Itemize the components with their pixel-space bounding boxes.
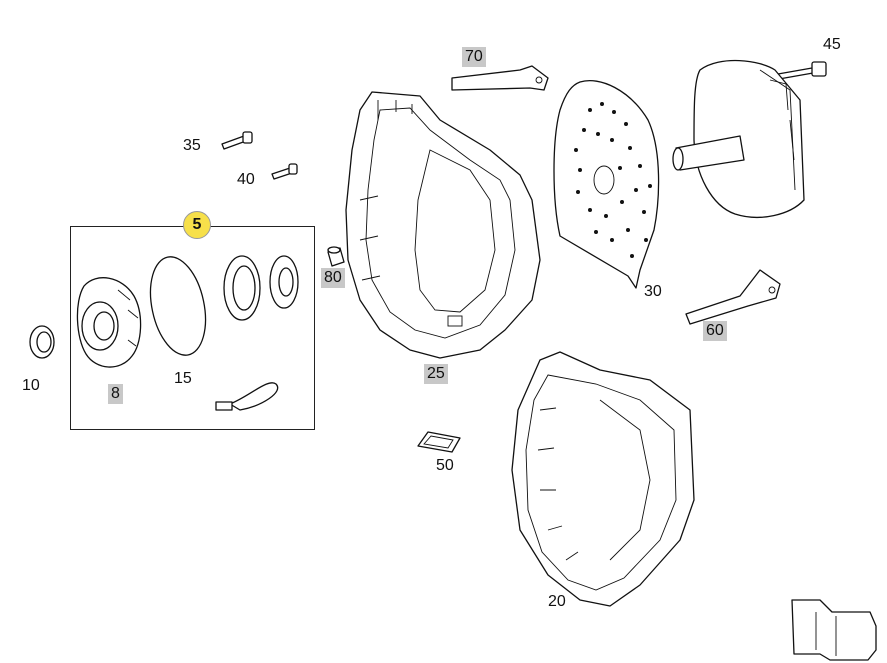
group-5-box (70, 226, 315, 430)
callout-70: 70 (462, 47, 486, 67)
callout-5: 5 (183, 211, 211, 239)
callout-60: 60 (703, 321, 727, 341)
callout-30: 30 (644, 283, 662, 300)
part-80-pin (327, 246, 345, 267)
part-60-lever (685, 269, 781, 325)
transmission-thumbnail (791, 599, 877, 661)
gear-ring-outer (223, 255, 261, 321)
gear-inner (269, 255, 299, 309)
part-45-screw (777, 61, 827, 80)
converter-drum (672, 59, 805, 218)
callout-45: 45 (823, 36, 841, 53)
callout-15: 15 (174, 370, 192, 387)
callout-50: 50 (436, 457, 454, 474)
callout-20: 20 (548, 593, 566, 610)
part-30-plate (553, 80, 660, 289)
callout-10: 10 (22, 377, 40, 394)
part-10-seal (29, 325, 55, 359)
part-50-gasket (417, 431, 461, 453)
part-35-screw (221, 131, 253, 150)
part-25-housing (345, 91, 541, 359)
part-20-bell-housing (511, 351, 695, 607)
cable-tie (215, 382, 279, 411)
callout-35: 35 (183, 137, 201, 154)
callout-40: 40 (237, 171, 255, 188)
callout-25: 25 (424, 364, 448, 384)
part-70-bracket (451, 65, 549, 91)
part-8-pump-housing (76, 277, 142, 368)
part-15-o-ring (149, 256, 207, 356)
callout-80: 80 (321, 268, 345, 288)
callout-8: 8 (108, 384, 123, 404)
part-40-screw (271, 163, 298, 180)
